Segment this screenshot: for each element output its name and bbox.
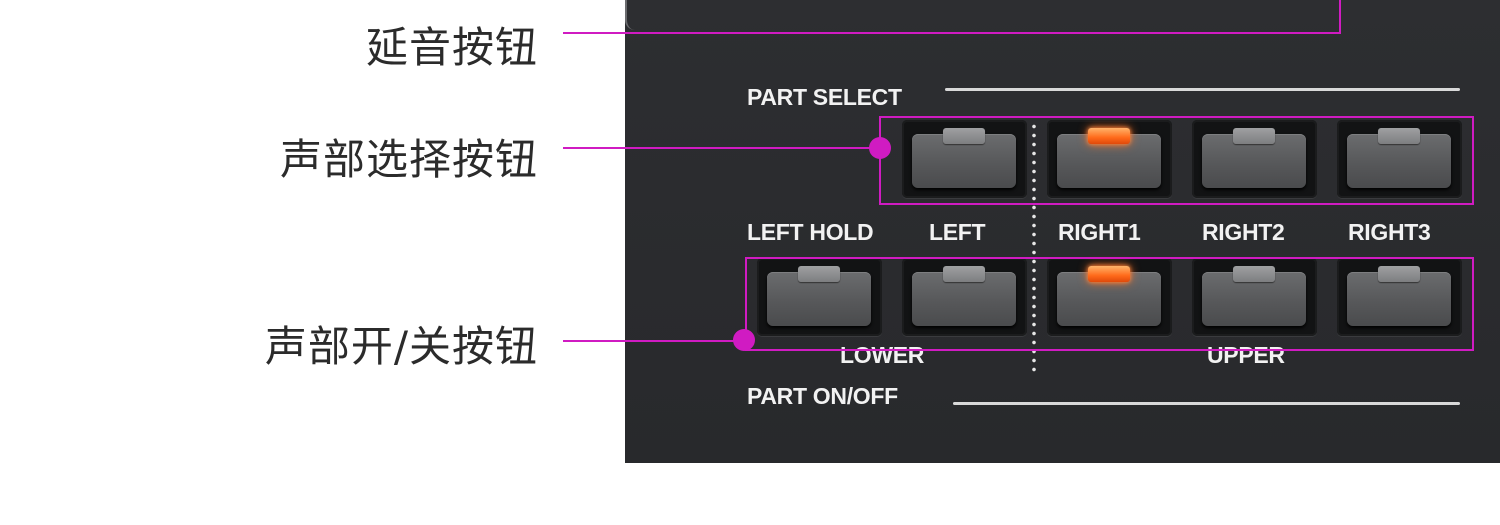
callout-part-select-label: 声部选择按钮 xyxy=(280,126,538,187)
sustain-callout-riser xyxy=(1339,0,1341,34)
part-select-highlight-box xyxy=(879,116,1474,205)
callout-part-on-off-label: 声部开/关按钮 xyxy=(265,313,538,374)
column-label-right2: RIGHT2 xyxy=(1202,219,1285,246)
part-select-rule xyxy=(945,88,1460,91)
sustain-callout-line xyxy=(563,32,1341,34)
column-label-right1: RIGHT1 xyxy=(1058,219,1141,246)
part-on-off-rule xyxy=(953,402,1460,405)
column-label-right3: RIGHT3 xyxy=(1348,219,1431,246)
column-label-left-hold: LEFT HOLD xyxy=(747,219,873,246)
part-select-callout-line xyxy=(563,147,881,149)
part-on-off-callout-line xyxy=(563,340,745,342)
column-label-left: LEFT xyxy=(929,219,985,246)
part-on-off-highlight-box xyxy=(745,257,1474,351)
panel-edge xyxy=(625,0,637,30)
part-on-off-heading: PART ON/OFF xyxy=(747,383,898,410)
part-select-heading: PART SELECT xyxy=(747,84,902,111)
callout-sustain-label: 延音按钮 xyxy=(366,14,538,75)
